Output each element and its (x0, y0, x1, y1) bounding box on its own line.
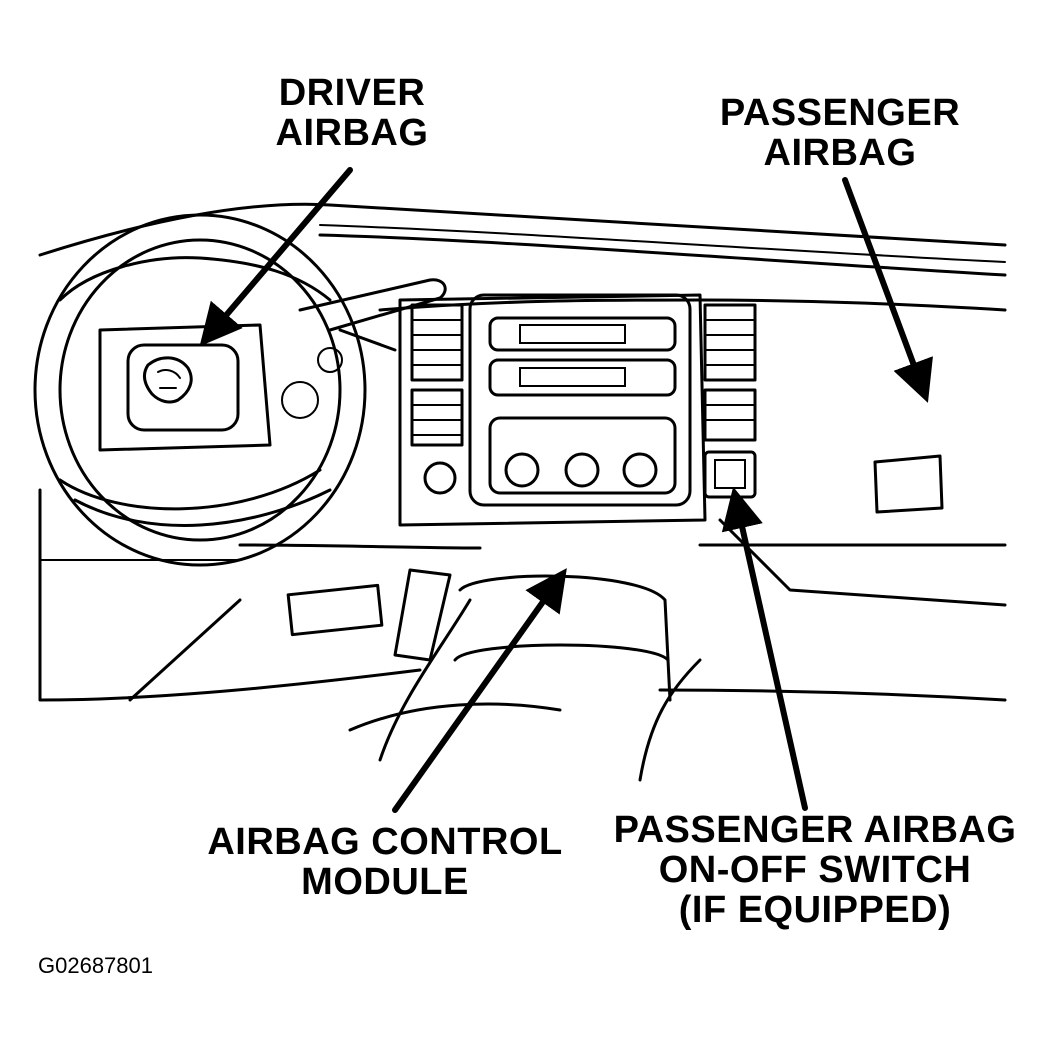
steering-wheel (33, 213, 367, 567)
leader-arrows (199, 167, 933, 813)
passenger-airbag-label-line1: PASSENGER (719, 92, 961, 134)
figure-id: G02687801 (38, 953, 153, 978)
switch-label-line1: PASSENGER AIRBAG (613, 809, 1017, 851)
acm-label-line2: MODULE (301, 861, 469, 903)
switch-label-line3: (IF EQUIPPED) (678, 889, 952, 931)
center-stack (398, 293, 757, 527)
passenger-airbag-switch-label: PASSENGER AIRBAG ON-OFF SWITCH (IF EQUIP… (600, 810, 1030, 930)
ram-logo-icon (143, 356, 193, 404)
driver-airbag-label: DRIVER AIRBAG (262, 73, 442, 153)
driver-airbag-label-line2: AIRBAG (275, 112, 429, 154)
dashboard-top (38, 202, 1007, 312)
airbag-switch-housing (703, 450, 757, 499)
acm-label-line1: AIRBAG CONTROL (207, 821, 563, 863)
floor-console (38, 488, 1007, 782)
headlamp-switch-icon (423, 461, 457, 495)
fan-knob-icon (564, 452, 600, 488)
passenger-airbag-label-line2: AIRBAG (763, 132, 917, 174)
temperature-knob-icon (504, 452, 540, 488)
airbag-control-module-label: AIRBAG CONTROL MODULE (200, 822, 570, 902)
mode-knob-icon (622, 452, 658, 488)
switch-label-line2: ON-OFF SWITCH (658, 849, 972, 891)
driver-airbag-label-line1: DRIVER (278, 72, 426, 114)
passenger-airbag-label: PASSENGER AIRBAG (700, 93, 980, 173)
